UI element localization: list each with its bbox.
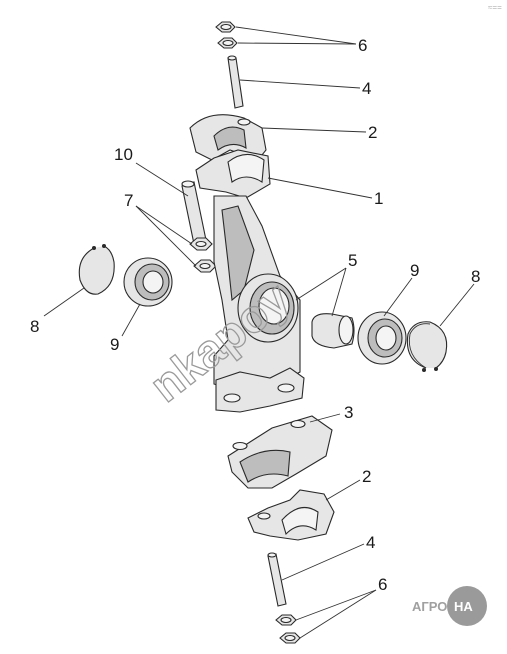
callout-8-left: 8	[30, 317, 39, 336]
logo-text-left: АГРО	[412, 599, 447, 614]
callout-2-top: 2	[368, 123, 377, 142]
leader-lines	[43, 26, 475, 639]
nut-top-upper	[215, 21, 236, 33]
callout-5: 5	[348, 251, 357, 270]
callout-9-left: 9	[110, 335, 119, 354]
retaining-ring-right	[406, 321, 448, 372]
callout-labels: 6 4 2 10 1 7 5 9 8 8 9 3 2 4 6	[30, 36, 480, 594]
callout-10: 10	[114, 145, 133, 164]
nut-side-lower	[193, 259, 217, 273]
bearing-left	[123, 257, 173, 307]
agro-logo: АГРО НА	[412, 586, 487, 626]
callout-2-bottom: 2	[362, 467, 371, 486]
bearing-right	[357, 311, 407, 365]
stud-top	[227, 55, 244, 109]
bushing-sleeve	[311, 313, 355, 349]
logo-circle	[447, 586, 487, 626]
stud-bottom	[267, 552, 287, 607]
lower-clamp-block	[227, 415, 333, 489]
upper-bearing-cap	[189, 114, 267, 161]
logo-text-right: НА	[454, 599, 473, 614]
callout-4-top: 4	[362, 79, 371, 98]
callout-4-bottom: 4	[366, 533, 375, 552]
lower-bearing-cap	[247, 489, 335, 541]
callout-3: 3	[344, 403, 353, 422]
retaining-ring-left	[78, 244, 115, 295]
callout-9-right: 9	[410, 261, 419, 280]
hub-bore	[237, 273, 299, 343]
nut-side-upper	[189, 237, 213, 251]
upper-clamp-block	[195, 149, 271, 199]
nut-top-lower	[217, 37, 238, 49]
nut-bottom-lower	[279, 632, 301, 644]
callout-1: 1	[374, 189, 383, 208]
callout-8-right: 8	[471, 267, 480, 286]
callout-6-bottom: 6	[378, 575, 387, 594]
nut-bottom-upper	[275, 614, 297, 626]
spacer-tube	[181, 180, 207, 245]
corner-mark: ≈==	[488, 3, 502, 12]
callout-6-top: 6	[358, 36, 367, 55]
callout-7: 7	[124, 191, 133, 210]
